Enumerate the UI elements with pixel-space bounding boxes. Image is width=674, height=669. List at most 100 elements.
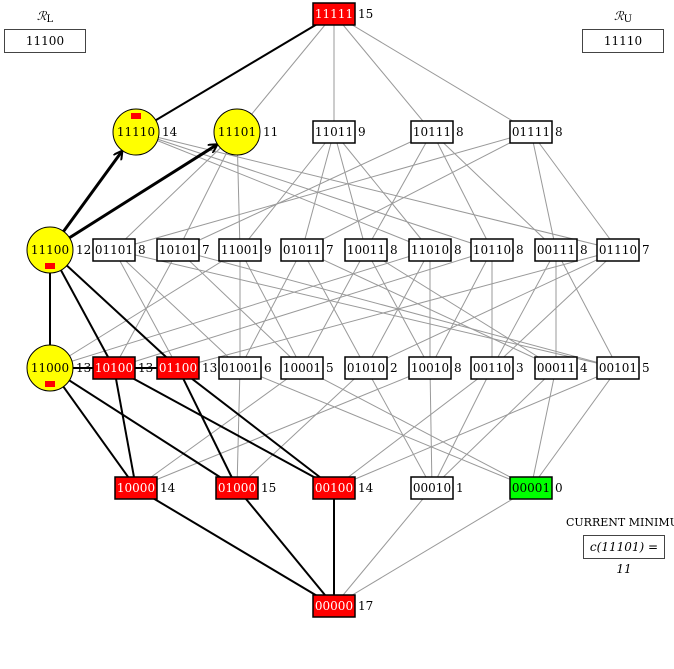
lattice-edge	[236, 367, 241, 489]
node-cost: 7	[202, 243, 210, 257]
lattice-edge	[365, 249, 619, 369]
node-cost: 4	[580, 361, 588, 375]
node-cost: 5	[326, 361, 334, 375]
node-box	[509, 476, 553, 500]
node-cost: 3	[516, 361, 524, 375]
node-cost: 0	[555, 481, 563, 495]
node-10110: 10110 8	[470, 238, 524, 262]
lattice-edge	[431, 367, 493, 489]
node-label: 11100	[31, 243, 69, 257]
node-label: 10010	[411, 361, 449, 375]
node-box	[312, 594, 356, 618]
node-cost: 8	[580, 243, 588, 257]
node-01110: 01110 7	[596, 238, 650, 262]
lattice-edge	[333, 487, 532, 607]
node-box	[410, 476, 454, 500]
lattice-edge	[177, 131, 433, 251]
node-box	[534, 356, 578, 380]
lattice-edge	[49, 249, 241, 369]
node-cost: 13	[138, 361, 153, 375]
node-box	[408, 238, 452, 262]
lattice-edge	[236, 367, 367, 489]
node-box	[218, 238, 262, 262]
node-box	[470, 356, 514, 380]
lattice-edge	[239, 367, 532, 489]
lattice-edge	[431, 367, 557, 489]
node-circle	[213, 108, 261, 156]
node-label: 01110	[599, 243, 637, 257]
lattice-edge	[530, 367, 557, 489]
node-label: 00010	[413, 481, 451, 495]
lattice-edge	[236, 13, 335, 133]
node-cost: 13	[202, 361, 217, 375]
bold-edge	[49, 249, 179, 369]
node-circle	[112, 108, 160, 156]
node-box	[344, 238, 388, 262]
lattice-edge	[49, 249, 431, 369]
node-box	[312, 120, 356, 144]
node-box	[114, 476, 158, 500]
node-label: 11111	[315, 7, 353, 21]
node-box	[92, 238, 136, 262]
lattice-edge	[113, 249, 241, 369]
bold-edge	[177, 367, 335, 489]
node-cost: 7	[326, 243, 334, 257]
node-cost: 8	[516, 243, 524, 257]
node-box	[280, 238, 324, 262]
arrow-edge	[62, 151, 122, 233]
marker-flag	[45, 381, 55, 387]
node-box	[215, 476, 259, 500]
lattice-edge	[333, 13, 532, 133]
bold-edge	[177, 367, 238, 489]
node-cost: 11	[263, 125, 278, 139]
lattice-edge	[429, 249, 493, 369]
node-label: 10000	[117, 481, 155, 495]
node-cost: 1	[456, 481, 464, 495]
current-minimum-value: c(11101) = 11	[583, 535, 665, 576]
node-label: 01011	[283, 243, 321, 257]
node-cost: 6	[264, 361, 272, 375]
lattice-edge	[301, 131, 335, 251]
node-cost: 7	[642, 243, 650, 257]
node-label: 10110	[473, 243, 511, 257]
bold-edge	[135, 487, 335, 607]
lattice-edge	[113, 249, 493, 369]
upper-bound-panel: ℛU 11110	[582, 9, 664, 53]
node-label: 01010	[347, 361, 385, 375]
node-box	[156, 238, 200, 262]
lattice-edge	[333, 487, 433, 607]
node-label: 00111	[537, 243, 575, 257]
node-circle	[26, 344, 74, 392]
lattice-edge	[135, 367, 431, 489]
node-box	[312, 476, 356, 500]
edge-layer	[49, 13, 619, 607]
node-label: 10011	[347, 243, 385, 257]
marker-flag	[45, 263, 55, 269]
upper-bound-value: 11110	[582, 29, 664, 53]
lattice-edge	[113, 131, 532, 251]
lattice-edge	[333, 131, 431, 251]
node-cost: 17	[358, 599, 373, 613]
arrow-edge	[68, 145, 216, 239]
lattice-edge	[135, 367, 303, 489]
node-circle	[26, 226, 74, 274]
lower-bound-value: 11100	[4, 29, 86, 53]
node-label: 00100	[315, 481, 353, 495]
node-cost: 8	[555, 125, 563, 139]
node-00010: 00010 1	[410, 476, 464, 500]
node-cost: 9	[358, 125, 366, 139]
lattice-edge	[177, 249, 619, 369]
